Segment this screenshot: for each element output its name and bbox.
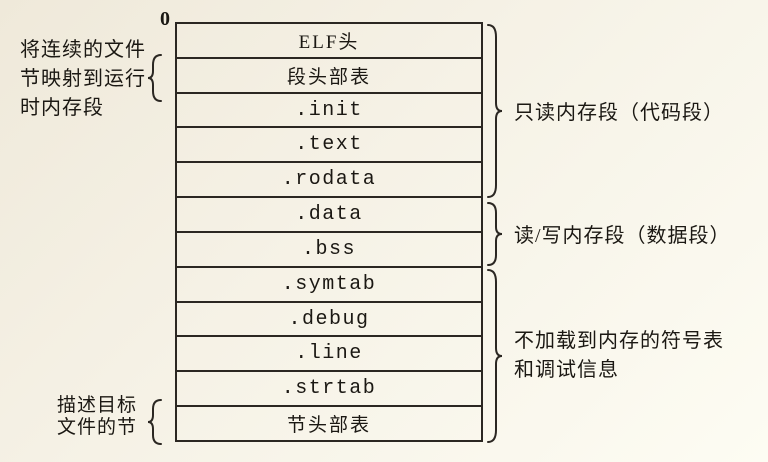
annotation-describe-sections-line2: 文件的节	[57, 417, 138, 438]
row-data-section: .data	[177, 198, 481, 233]
row-bss-section: .bss	[177, 233, 481, 268]
row-text-section-label: .text	[295, 133, 363, 157]
row-symtab-section-label: .symtab	[281, 272, 377, 296]
right-curly-brace-notloaded-icon	[487, 269, 503, 443]
row-init-section-label: .init	[295, 98, 363, 122]
row-elf-header-label: ELF头	[298, 31, 360, 53]
right-curly-brace-readonly-icon	[487, 24, 503, 198]
elf-box-stack: ELF头 段头部表 .init .text .rodata .data .bss…	[175, 22, 483, 442]
row-rodata-section: .rodata	[177, 163, 481, 199]
row-debug-section: .debug	[177, 303, 481, 338]
annotation-describe-sections: 描述目标 文件的节	[57, 395, 137, 439]
annotation-map-sections: 将连续的文件 节映射到运行 时内存段	[20, 36, 146, 123]
annotation-map-sections-line3: 时内存段	[20, 97, 104, 119]
annotation-readwrite-segment: 读/写内存段（数据段）	[514, 225, 731, 247]
annotation-not-loaded-line2: 和调试信息	[514, 359, 619, 381]
row-bss-section-label: .bss	[301, 237, 356, 261]
right-curly-brace-readwrite-icon	[487, 202, 503, 266]
row-section-header-table-label: 节头部表	[286, 415, 371, 437]
annotation-map-sections-line1: 将连续的文件	[20, 39, 146, 61]
row-line-section: .line	[177, 337, 481, 373]
row-strtab-section-label: .strtab	[281, 377, 377, 401]
row-segment-header-table-label: 段头部表	[286, 66, 371, 88]
row-symtab-section: .symtab	[177, 268, 481, 303]
annotation-map-sections-line2: 节映射到运行	[20, 68, 146, 90]
annotation-describe-sections-line1: 描述目标	[57, 395, 138, 416]
row-line-section-label: .line	[295, 342, 363, 366]
row-text-section: .text	[177, 128, 481, 164]
row-data-section-label: .data	[295, 203, 363, 227]
annotation-readonly-segment: 只读内存段（代码段）	[514, 102, 724, 124]
row-section-header-table: 节头部表	[177, 407, 481, 440]
row-segment-header-table: 段头部表	[177, 59, 481, 94]
row-debug-section-label: .debug	[288, 307, 370, 331]
left-curly-brace-bottom-icon	[147, 399, 162, 445]
annotation-not-loaded-line1: 不加载到内存的符号表	[514, 330, 724, 352]
annotation-not-loaded: 不加载到内存的符号表 和调试信息	[514, 327, 724, 385]
row-elf-header: ELF头	[177, 24, 481, 59]
origin-address-label: 0	[160, 8, 170, 30]
row-init-section: .init	[177, 94, 481, 129]
row-rodata-section-label: .rodata	[281, 168, 377, 192]
row-strtab-section: .strtab	[177, 372, 481, 408]
left-curly-brace-icon	[147, 54, 162, 102]
